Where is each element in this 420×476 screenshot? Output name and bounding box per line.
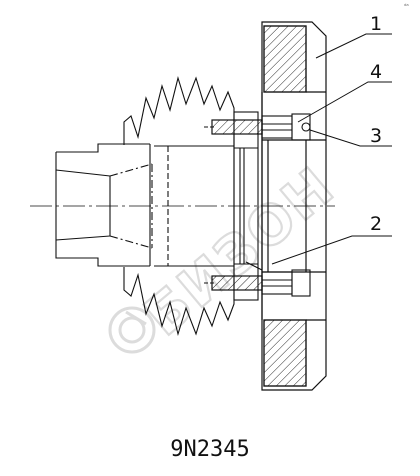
callout-2: 2 <box>370 213 382 235</box>
leader-4 <box>297 81 392 123</box>
leader-2 <box>271 235 392 265</box>
callout-1: 1 <box>370 13 382 35</box>
upper-bolt <box>204 113 311 141</box>
lower-bolt <box>204 261 311 297</box>
leader-1 <box>315 33 392 59</box>
leaders <box>271 33 392 265</box>
watermark-emblem-icon <box>108 306 156 354</box>
part-number-caption: 9N2345 <box>170 437 249 462</box>
callout-4: 4 <box>370 61 382 83</box>
watermark-logo: БИЗОН <box>108 153 347 354</box>
callout-3: 3 <box>370 125 382 147</box>
shaft <box>55 143 153 267</box>
leader-3 <box>309 129 392 147</box>
corner-mark: ᵈᵃ <box>404 3 409 10</box>
hub-plate <box>233 111 259 301</box>
